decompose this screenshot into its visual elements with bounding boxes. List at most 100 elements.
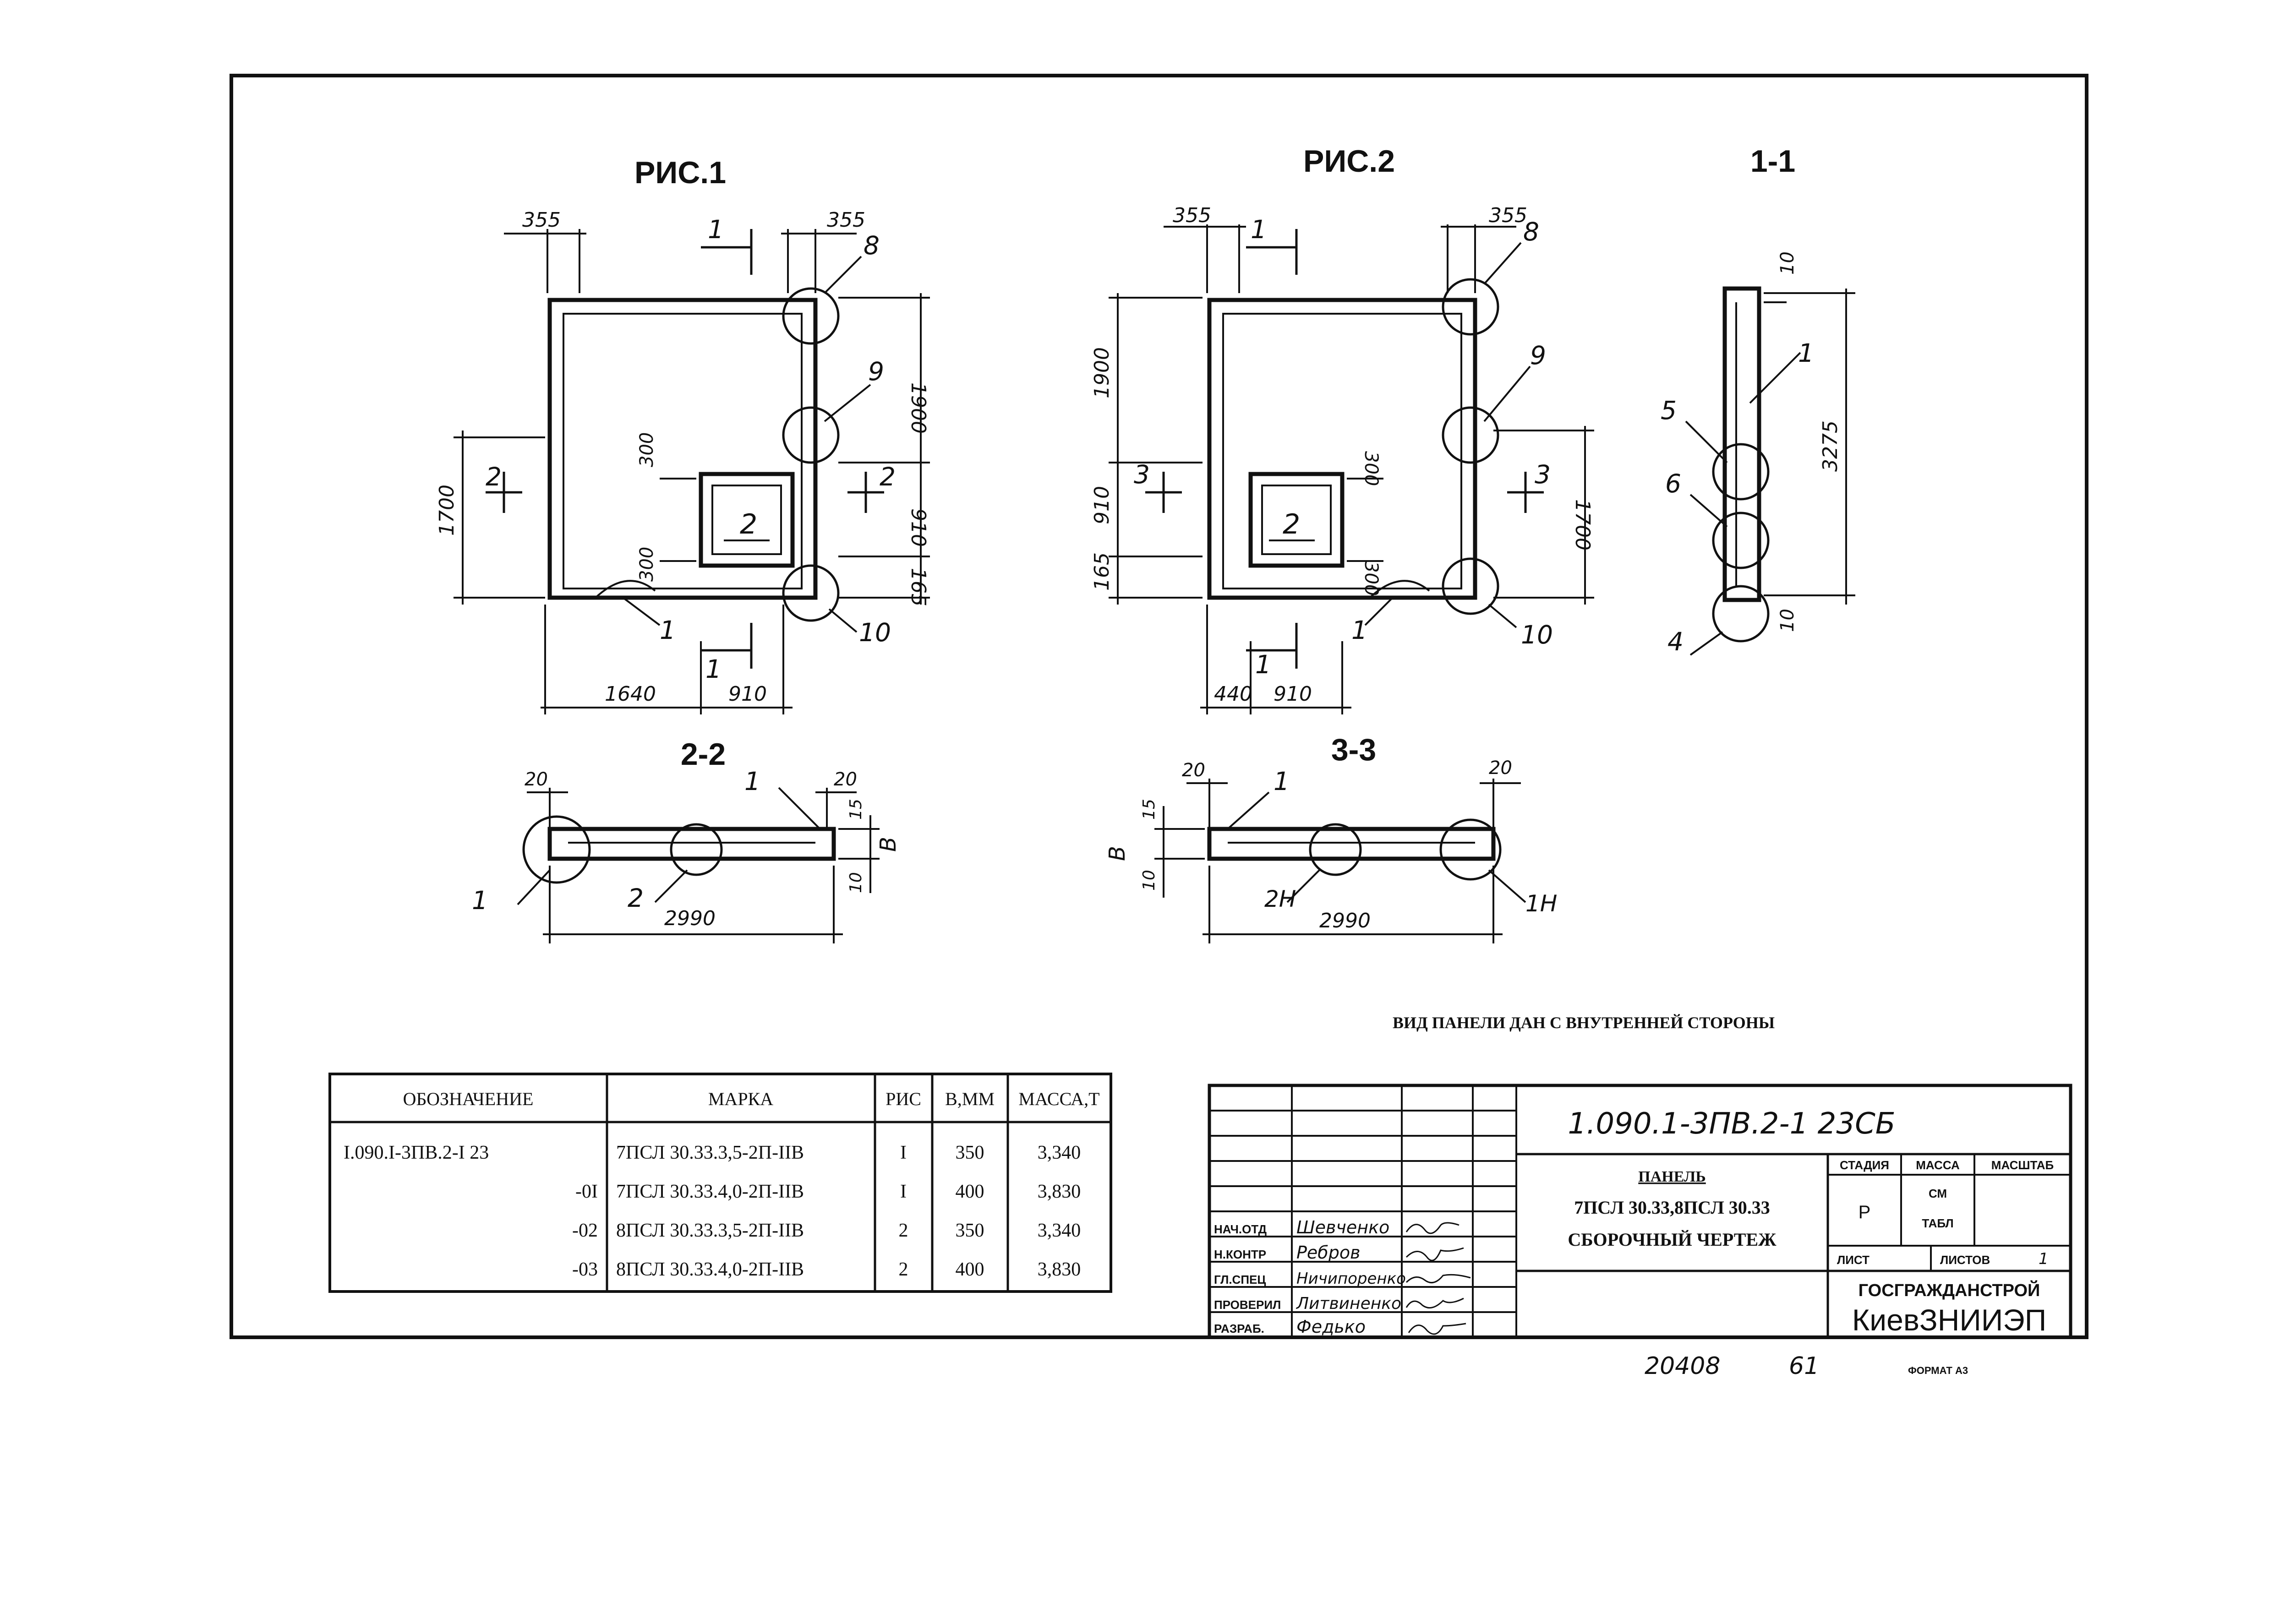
fig1-dim-bottom-left: 1640 bbox=[605, 682, 656, 706]
sec22-callout-1b: 1 bbox=[744, 767, 760, 796]
sec11-body bbox=[1722, 286, 1761, 602]
fig2-title: РИС.2 bbox=[1303, 144, 1395, 179]
sec22-body bbox=[547, 827, 836, 861]
table-row-3-designation: -02 bbox=[572, 1220, 598, 1241]
sec11-node-6 bbox=[1712, 512, 1770, 569]
fig2-panel bbox=[1207, 298, 1477, 600]
title-line-1: ПАНЕЛЬ bbox=[1638, 1168, 1706, 1185]
fig2-dim-left-mid: 910 bbox=[1090, 486, 1114, 524]
table-row-3-mass: 3,340 bbox=[1038, 1220, 1081, 1241]
sec33-dim-right: 20 bbox=[1489, 758, 1512, 779]
role-5-label: РАЗРАБ. bbox=[1214, 1322, 1264, 1335]
sec11-title: 1-1 bbox=[1750, 144, 1795, 179]
fig1-dim-right-top: 1900 bbox=[907, 382, 930, 434]
sec33-title: 3-3 bbox=[1331, 732, 1376, 767]
mass-value-1: СМ bbox=[1929, 1187, 1947, 1200]
fig1-node-9 bbox=[782, 406, 840, 464]
signature-1 bbox=[1405, 1222, 1460, 1234]
table-row-4-b: 400 bbox=[956, 1259, 984, 1280]
fig1-dim-open-bottom: 300 bbox=[636, 547, 657, 582]
fig2-sec1-top: 1 bbox=[1251, 215, 1267, 244]
table-row-3-fig: 2 bbox=[899, 1220, 908, 1241]
title-line-3: СБОРОЧНЫЙ ЧЕРТЕЖ bbox=[1568, 1229, 1777, 1250]
stage-value: Р bbox=[1859, 1202, 1871, 1222]
fig2-node-9 bbox=[1442, 406, 1499, 464]
fig2-callout-8: 8 bbox=[1523, 217, 1539, 246]
fig2-dim-open-bottom: 300 bbox=[1361, 561, 1382, 596]
sec22-node-2 bbox=[670, 823, 723, 876]
sec33-dim-10: 10 bbox=[1140, 870, 1159, 891]
table-row-1-mark: 7ПСЛ 30.33.3,5-2П-IIВ bbox=[616, 1142, 804, 1163]
role-4-name: Литвиненко bbox=[1296, 1294, 1401, 1313]
fig1-callout-9: 9 bbox=[868, 357, 884, 386]
sec33-body bbox=[1207, 827, 1496, 861]
org-line-1: ГОСГРАЖДАНСТРОЙ bbox=[1859, 1280, 2040, 1300]
sec22-callout-1a: 1 bbox=[472, 886, 488, 915]
table-row-2-designation: -0I bbox=[575, 1181, 598, 1202]
role-2-label: Н.КОНТР bbox=[1214, 1248, 1266, 1261]
fig2-opening-inner bbox=[1261, 485, 1332, 555]
fig2-panel-inner bbox=[1222, 313, 1462, 589]
sec22-dim-10: 10 bbox=[847, 872, 865, 893]
fig2-node-10 bbox=[1442, 557, 1499, 615]
sec33-node-1n bbox=[1439, 818, 1502, 881]
sheet-label: ЛИСТ bbox=[1837, 1253, 1870, 1267]
fig1-opening-mark: 2 bbox=[740, 508, 757, 540]
table-row-4-mass: 3,830 bbox=[1038, 1259, 1081, 1280]
spec-table: ОБОЗНАЧЕНИЕ МАРКА РИС В,ММ МАССА,Т I.090… bbox=[328, 1073, 1112, 1293]
mass-value-2: ТАБЛ bbox=[1922, 1216, 1953, 1230]
doc-code: 1.090.1-3ПВ.2-1 23СБ bbox=[1568, 1107, 1895, 1141]
fig2-dim-left-bottom: 165 bbox=[1090, 552, 1114, 591]
table-row-4-designation: -03 bbox=[572, 1259, 598, 1280]
table-row-1-mass: 3,340 bbox=[1038, 1142, 1081, 1163]
sec33-callout-1: 1 bbox=[1274, 767, 1290, 796]
fig1-dim-right-bottom: 165 bbox=[907, 568, 930, 606]
mass-label: МАССА bbox=[1916, 1158, 1960, 1172]
fig1-panel bbox=[547, 298, 818, 600]
fig2-dim-bottom-right: 910 bbox=[1274, 682, 1312, 706]
role-3-name: Ничипоренко bbox=[1296, 1270, 1406, 1288]
sheets-label: ЛИСТОВ bbox=[1940, 1253, 1990, 1267]
table-header-mark: МАРКА bbox=[708, 1089, 773, 1109]
table-row-2-fig: I bbox=[900, 1181, 907, 1202]
figure-1: РИС.1 2 355 355 1 1 8 9 10 bbox=[435, 155, 930, 714]
fig2-sec1-bottom: 1 bbox=[1255, 650, 1271, 679]
table-header-b: В,ММ bbox=[945, 1089, 995, 1109]
sec33-dim-b: В bbox=[1104, 846, 1130, 861]
sheet-frame bbox=[230, 74, 2088, 1339]
sec22-dim-b: В bbox=[875, 837, 901, 852]
fig2-dim-left-top: 1900 bbox=[1090, 347, 1114, 398]
fig2-dim-top-left: 355 bbox=[1173, 204, 1211, 227]
title-block: НАЧ.ОТД Шевченко Н.КОНТР Ребров ГЛ.СПЕЦ … bbox=[1208, 1084, 2072, 1339]
fig1-opening-inner bbox=[711, 485, 782, 555]
sec22-callout-2: 2 bbox=[628, 883, 644, 913]
fig1-dim-open-top: 300 bbox=[636, 432, 657, 467]
sec22-title: 2-2 bbox=[681, 737, 726, 772]
fig1-dim-left: 1700 bbox=[435, 485, 459, 536]
fig2-node-8 bbox=[1442, 278, 1499, 336]
fig1-node-8 bbox=[782, 287, 840, 345]
table-row-4-fig: 2 bbox=[899, 1259, 908, 1280]
fig1-sec1-top: 1 bbox=[708, 215, 724, 244]
footer-page: 61 bbox=[1789, 1352, 1819, 1380]
sec33-dim-left: 20 bbox=[1182, 760, 1205, 781]
role-2-name: Ребров bbox=[1296, 1243, 1361, 1263]
fig1-opening bbox=[699, 472, 795, 568]
table-row-2-b: 400 bbox=[956, 1181, 984, 1202]
fig2-dim-right: 1700 bbox=[1571, 499, 1594, 550]
fig1-dim-top-left: 355 bbox=[522, 208, 561, 232]
fig1-callout-1: 1 bbox=[660, 616, 676, 645]
sec11-node-4 bbox=[1712, 585, 1770, 643]
section-3-3: 3-3 20 20 15 В 10 2990 1 2Н 1Н bbox=[1104, 732, 1557, 943]
signature-4 bbox=[1405, 1297, 1464, 1309]
table-row-1-designation: I.090.I-3ПВ.2-I 23 bbox=[344, 1142, 489, 1163]
fig1-title: РИС.1 bbox=[634, 155, 726, 190]
role-4-label: ПРОВЕРИЛ bbox=[1214, 1298, 1281, 1312]
fig2-callout-10: 10 bbox=[1521, 620, 1553, 649]
sec11-callout-5: 5 bbox=[1661, 396, 1677, 425]
footer-number: 20408 bbox=[1645, 1352, 1720, 1380]
sec33-dim-width: 2990 bbox=[1319, 909, 1371, 932]
role-1-name: Шевченко bbox=[1296, 1217, 1389, 1237]
table-row-3-mark: 8ПСЛ 30.33.3,5-2П-IIВ bbox=[616, 1220, 804, 1241]
